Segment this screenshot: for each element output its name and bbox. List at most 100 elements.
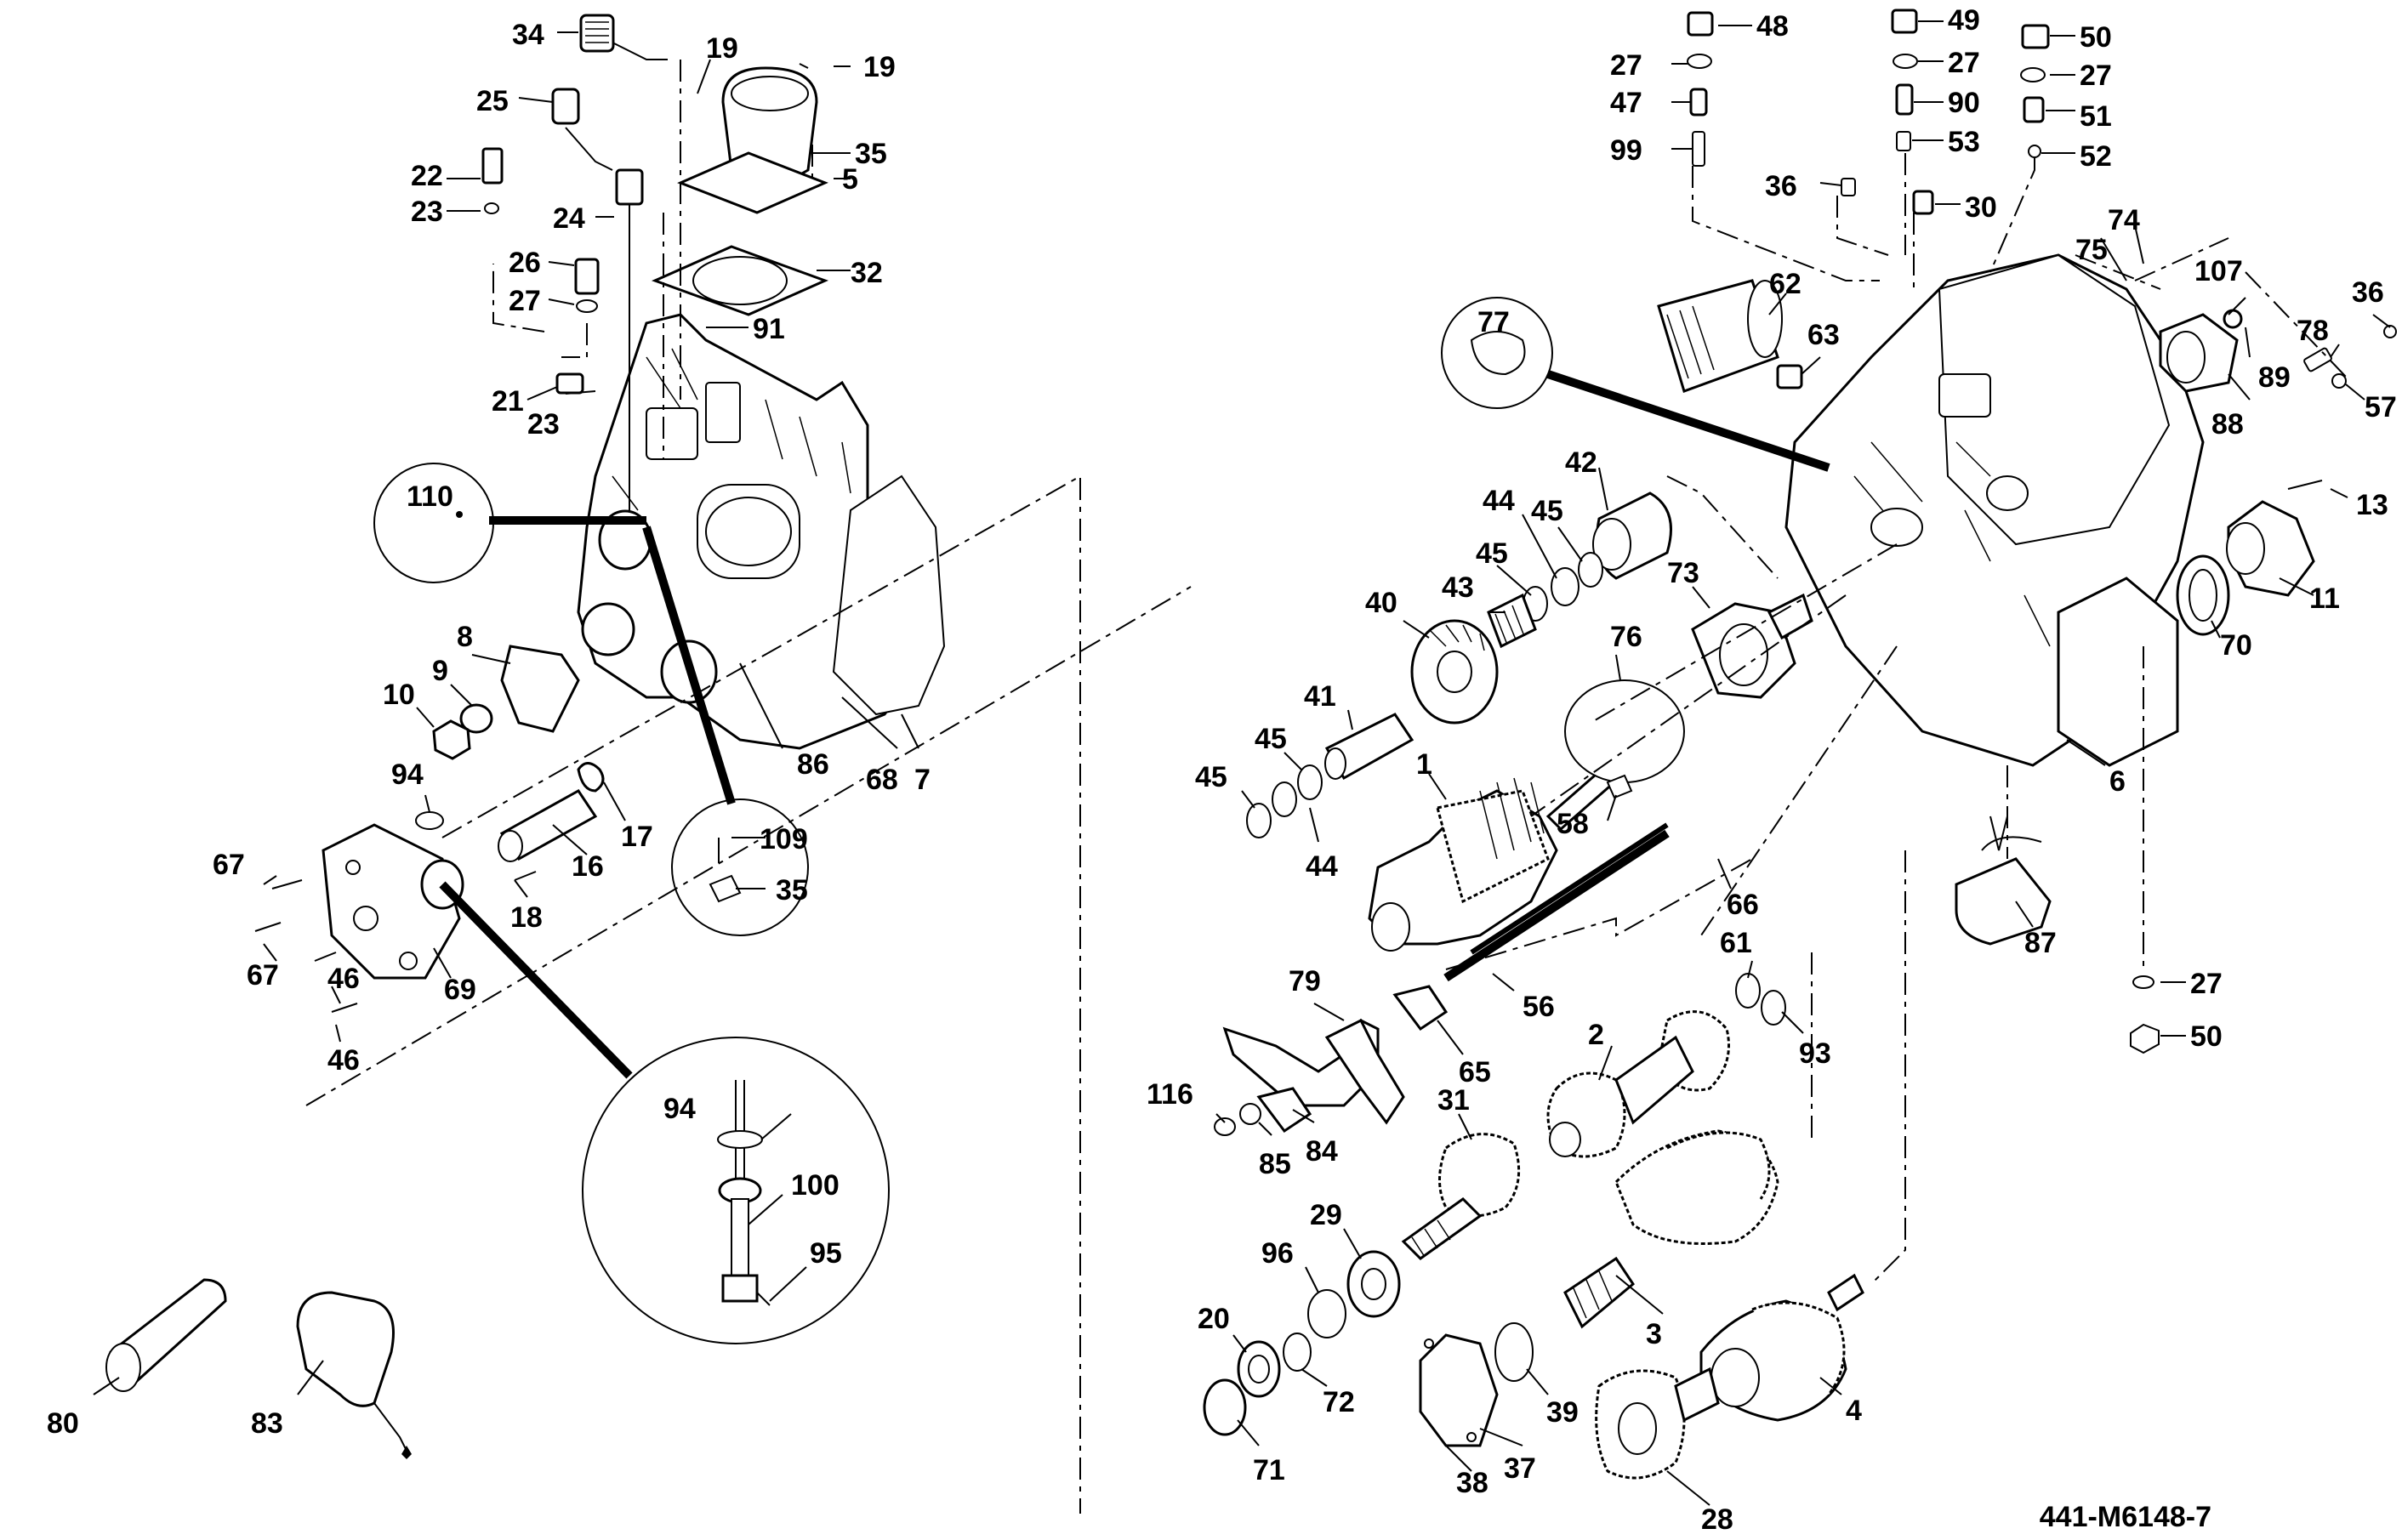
- cover-87: [1955, 857, 2052, 946]
- seal-71: [1203, 1378, 1247, 1436]
- pin-58: [1606, 774, 1633, 799]
- callout-47: 47: [1610, 87, 1642, 119]
- washer-44-top: [1551, 567, 1580, 606]
- washer-116: [1214, 1117, 1236, 1136]
- callout-93: 93: [1799, 1037, 1831, 1070]
- plug-25: [551, 88, 580, 125]
- plug-53: [1896, 131, 1911, 151]
- adhesive-bottle-83: [296, 1291, 395, 1407]
- callout-107: 107: [2194, 255, 2243, 287]
- callout-38: 38: [1456, 1467, 1488, 1499]
- callout-8: 8: [457, 621, 473, 653]
- callout-91: 91: [753, 313, 785, 345]
- callout-109: 109: [760, 823, 808, 855]
- ball-57: [2331, 373, 2347, 389]
- plug-36: [1841, 178, 1856, 196]
- fitting-63: [1776, 364, 1803, 389]
- gear-107: [2223, 309, 2243, 329]
- seal-61: [1735, 973, 1761, 1009]
- callout-31: 31: [1437, 1084, 1470, 1117]
- shift-rod-56: [1443, 829, 1670, 982]
- plug-30: [1912, 190, 1934, 215]
- callout-61: 61: [1720, 927, 1752, 959]
- callout-27-r3: 27: [2080, 60, 2112, 92]
- spring-78: [2303, 347, 2332, 372]
- callout-66: 66: [1727, 889, 1759, 921]
- callout-52: 52: [2080, 140, 2112, 173]
- callout-43: 43: [1442, 571, 1474, 604]
- callout-44: 44: [1483, 485, 1515, 517]
- callout-41: 41: [1304, 680, 1336, 713]
- callout-71: 71: [1253, 1454, 1285, 1486]
- callout-35b: 35: [776, 874, 808, 906]
- seal-9: [459, 703, 493, 734]
- callout-21: 21: [492, 385, 524, 418]
- fitting-21: [555, 372, 584, 395]
- callout-45c: 45: [1255, 723, 1287, 755]
- nut-50-bottom: [2130, 1023, 2160, 1054]
- spacer-96: [1307, 1289, 1346, 1338]
- callout-45: 45: [1531, 495, 1563, 527]
- nut-10: [432, 719, 471, 760]
- callout-89: 89: [2258, 361, 2291, 394]
- callout-39: 39: [1546, 1396, 1579, 1429]
- callout-36b: 36: [2352, 276, 2384, 309]
- callout-70: 70: [2220, 629, 2252, 662]
- callout-46a: 46: [327, 963, 360, 995]
- figure-id: 441-M6148-7: [2040, 1501, 2211, 1533]
- callout-50: 50: [2080, 21, 2112, 54]
- plug-50-top: [2021, 24, 2050, 49]
- shift-fork-84: [1256, 1087, 1312, 1134]
- callout-57: 57: [2365, 391, 2397, 423]
- callout-9: 9: [432, 655, 448, 687]
- callout-26: 26: [509, 247, 541, 279]
- callout-80: 80: [47, 1407, 79, 1440]
- callout-67b: 67: [247, 959, 279, 992]
- callout-90: 90: [1948, 87, 1980, 119]
- callout-22: 22: [411, 160, 443, 192]
- callout-44b: 44: [1306, 850, 1338, 883]
- seal-93: [1761, 990, 1786, 1026]
- callout-58: 58: [1557, 808, 1589, 840]
- spacer-72: [1283, 1333, 1312, 1372]
- housing-cylinder: [2057, 577, 2179, 767]
- callout-79: 79: [1289, 965, 1321, 997]
- callout-50b: 50: [2190, 1020, 2223, 1053]
- filter-screen-34: [579, 14, 615, 53]
- accumulator-base-plate: [677, 151, 828, 214]
- o-ring-94-left: [415, 811, 444, 830]
- callout-10: 10: [383, 679, 415, 711]
- o-ring-23: [484, 202, 499, 214]
- callout-16: 16: [572, 850, 604, 883]
- callout-27-r1: 27: [1610, 49, 1642, 82]
- gear-31: [1438, 1133, 1521, 1218]
- right-gearbox-assembly: [1203, 9, 2397, 1480]
- callout-18: 18: [510, 901, 543, 934]
- callout-96: 96: [1261, 1237, 1294, 1270]
- callout-77: 77: [1477, 306, 1510, 338]
- callout-2: 2: [1588, 1019, 1604, 1051]
- callout-67a: 67: [213, 849, 245, 881]
- housing-bore: [705, 497, 792, 566]
- valve-99: [1692, 131, 1705, 167]
- callout-116: 116: [1147, 1078, 1193, 1111]
- callout-5: 5: [842, 163, 858, 196]
- callout-30: 30: [1965, 191, 1997, 224]
- housing-cover-plate: [832, 475, 946, 716]
- callout-29: 29: [1310, 1199, 1342, 1231]
- callout-86: 86: [797, 748, 829, 781]
- callout-48: 48: [1756, 10, 1789, 43]
- detail-circle-109: [671, 798, 809, 936]
- callout-25: 25: [476, 85, 509, 117]
- spring-47: [1689, 88, 1708, 116]
- leader-lines: [93, 20, 2391, 1506]
- callout-45b: 45: [1476, 537, 1508, 570]
- callout-27-r2: 27: [1948, 47, 1980, 79]
- plug-49: [1891, 9, 1918, 34]
- callout-56: 56: [1523, 991, 1555, 1023]
- callout-20: 20: [1198, 1303, 1230, 1335]
- callout-19a: 19: [706, 32, 738, 65]
- solenoid-24: [615, 168, 644, 206]
- ball-52: [2028, 145, 2041, 158]
